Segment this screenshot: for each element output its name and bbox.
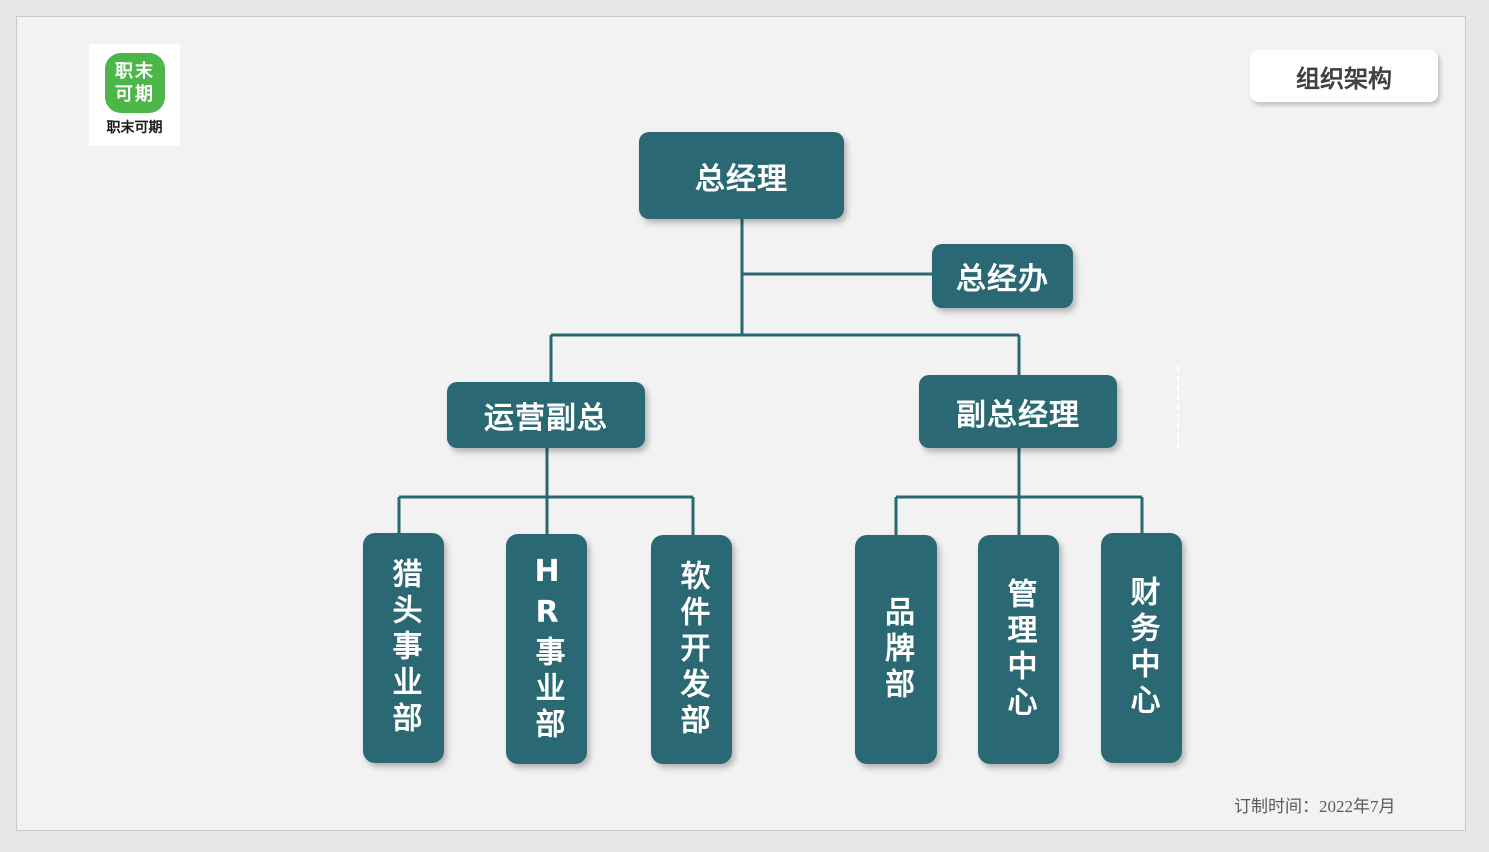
org-node-dept-right-3: 财务中心 xyxy=(1101,533,1182,763)
page-title: 组织架构 xyxy=(1250,50,1438,102)
org-node-assistant: 总经办 xyxy=(932,244,1073,308)
org-node-root: 总经理 xyxy=(639,132,844,219)
org-node-vp-right: 副总经理 xyxy=(919,375,1117,448)
logo-mark-line1: 职末 xyxy=(115,61,155,82)
org-node-dept-left-1: 猎头事业部 xyxy=(363,533,444,763)
org-node-dept-left-2: HR事业部 xyxy=(506,534,587,764)
org-node-dept-left-3: 软件开发部 xyxy=(651,535,732,764)
org-node-vp-left: 运营副总 xyxy=(447,382,645,448)
company-logo: 职末 可期 职末可期 xyxy=(89,44,180,146)
footer-date: 订制时间：2022年7月 xyxy=(1234,797,1396,816)
logo-icon: 职末 可期 xyxy=(105,53,165,113)
logo-mark-line2: 可期 xyxy=(115,84,155,105)
logo-name: 职末可期 xyxy=(106,120,163,136)
dashed-divider xyxy=(1177,366,1179,448)
org-node-dept-right-1: 品牌部 xyxy=(855,535,937,764)
org-node-dept-right-2: 管理中心 xyxy=(978,535,1059,764)
